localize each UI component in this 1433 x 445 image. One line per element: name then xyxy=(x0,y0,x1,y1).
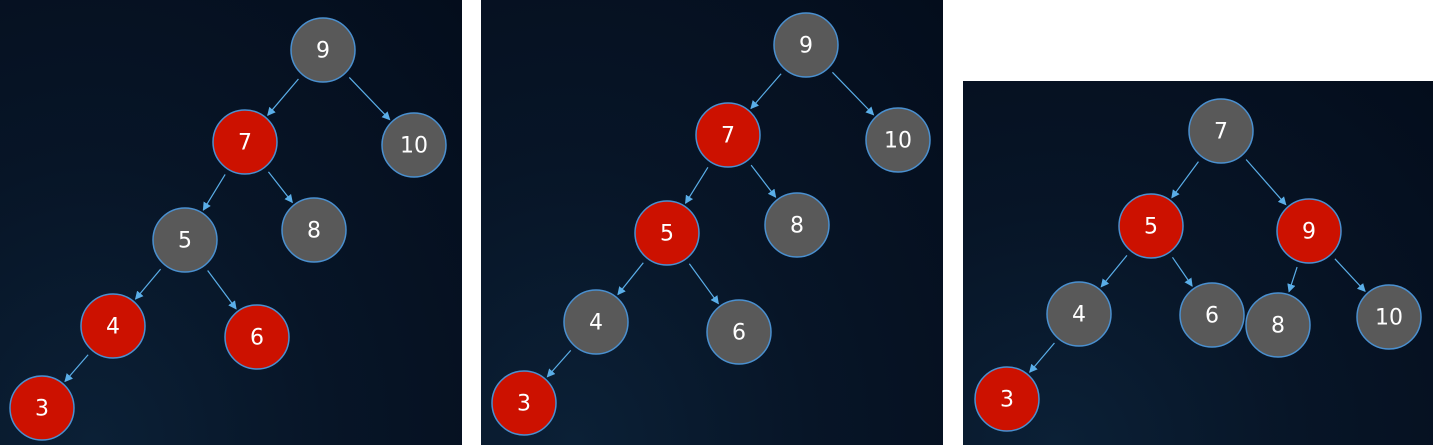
tree-node-3: 3 xyxy=(491,370,557,436)
node-label: 6 xyxy=(1205,304,1219,329)
node-circle xyxy=(224,304,290,370)
tree-panel-2: 9 7 10 5 8 4 6 3 xyxy=(481,0,943,445)
node-circle xyxy=(764,192,830,258)
edge-n5-n4 xyxy=(1100,255,1128,288)
node-label: 6 xyxy=(250,326,264,351)
edge-n7-n8 xyxy=(750,164,777,198)
tree-diagram-2: 9 7 10 5 8 4 6 3 xyxy=(491,12,931,436)
node-circle xyxy=(491,370,557,436)
node-label: 6 xyxy=(732,321,746,346)
node-circle xyxy=(865,107,931,173)
node-circle xyxy=(563,289,629,355)
tree-node-7: 7 xyxy=(212,109,278,175)
node-label: 9 xyxy=(316,39,330,64)
tree-node-5: 5 xyxy=(1118,193,1184,259)
node-circle xyxy=(1118,193,1184,259)
node-circle xyxy=(706,299,772,365)
tree-node-4: 4 xyxy=(563,289,629,355)
edge-n7-n5 xyxy=(684,166,709,204)
node-label: 7 xyxy=(1214,120,1228,145)
node-label: 3 xyxy=(1000,388,1014,413)
edge-n5-n6 xyxy=(1171,257,1193,287)
node-circle xyxy=(281,197,347,263)
node-circle xyxy=(80,293,146,359)
tree-node-9: 9 xyxy=(290,17,356,83)
tree-node-3: 3 xyxy=(9,375,75,441)
node-circle xyxy=(9,375,75,441)
node-label: 10 xyxy=(1375,306,1403,331)
tree-panel-1: 9 7 10 5 8 4 6 3 xyxy=(0,0,462,445)
tree-node-10: 10 xyxy=(381,112,447,178)
node-circle xyxy=(974,366,1040,432)
tree-node-8: 8 xyxy=(764,192,830,258)
tree-node-6: 6 xyxy=(224,304,290,370)
node-label: 9 xyxy=(799,34,813,59)
node-circle xyxy=(290,17,356,83)
tree-node-3: 3 xyxy=(974,366,1040,432)
tree-node-4: 4 xyxy=(80,293,146,359)
tree-node-5: 5 xyxy=(634,200,700,266)
tree-node-10: 10 xyxy=(1356,284,1422,350)
node-circle xyxy=(1188,98,1254,164)
node-circle xyxy=(1046,281,1112,347)
node-label: 10 xyxy=(884,129,912,154)
tree-node-5: 5 xyxy=(152,207,218,273)
tree-node-8: 8 xyxy=(281,197,347,263)
node-label: 4 xyxy=(589,311,603,336)
node-circle xyxy=(773,12,839,78)
node-label: 3 xyxy=(517,392,531,417)
node-label: 8 xyxy=(1271,314,1285,339)
node-circle xyxy=(381,112,447,178)
node-circle xyxy=(695,102,761,168)
edge-n5-n4 xyxy=(617,262,644,296)
tree-panel-3: 7 5 9 4 6 8 10 3 xyxy=(963,81,1433,445)
tree-node-6: 6 xyxy=(706,299,772,365)
node-circle xyxy=(1356,284,1422,350)
node-label: 9 xyxy=(1302,220,1316,245)
edge-n7-n5 xyxy=(1171,161,1199,199)
node-label: 10 xyxy=(400,134,428,159)
node-circle xyxy=(212,109,278,175)
node-label: 7 xyxy=(721,124,735,149)
node-label: 7 xyxy=(238,131,252,156)
node-label: 8 xyxy=(790,214,804,239)
node-label: 3 xyxy=(35,397,49,422)
edge-n9-n7 xyxy=(750,73,782,110)
tree-node-4: 4 xyxy=(1046,281,1112,347)
node-label: 5 xyxy=(1144,215,1158,240)
edge-n9-n8 xyxy=(1287,266,1298,293)
node-circle xyxy=(1179,282,1245,348)
node-circle xyxy=(1245,292,1311,358)
node-label: 8 xyxy=(307,219,321,244)
tree-node-6: 6 xyxy=(1179,282,1245,348)
edge-n4-n3 xyxy=(1029,342,1055,373)
tree-node-9: 9 xyxy=(1276,198,1342,264)
node-label: 5 xyxy=(660,222,674,247)
tree-node-8: 8 xyxy=(1245,292,1311,358)
edge-n9-n7 xyxy=(267,78,299,116)
node-circle xyxy=(634,200,700,266)
edge-n4-n3 xyxy=(64,354,89,383)
tree-node-10: 10 xyxy=(865,107,931,173)
node-label: 5 xyxy=(178,229,192,254)
edge-n7-n9 xyxy=(1245,159,1287,206)
edge-n7-n8 xyxy=(267,171,293,204)
edge-n7-n5 xyxy=(202,174,226,211)
edge-n4-n3 xyxy=(546,350,572,378)
node-circle xyxy=(1276,198,1342,264)
edge-n9-n10 xyxy=(1334,258,1366,292)
edge-n5-n6 xyxy=(207,270,237,310)
node-label: 4 xyxy=(106,315,120,340)
edge-n9-n10 xyxy=(832,71,875,116)
node-label: 4 xyxy=(1072,303,1086,328)
edge-n5-n4 xyxy=(134,268,162,300)
tree-node-7: 7 xyxy=(1188,98,1254,164)
tree-diagram-1: 9 7 10 5 8 4 6 3 xyxy=(9,17,447,441)
tree-diagram-3: 7 5 9 4 6 8 10 3 xyxy=(974,98,1422,432)
node-circle xyxy=(152,207,218,273)
tree-node-7: 7 xyxy=(695,102,761,168)
tree-node-9: 9 xyxy=(773,12,839,78)
edge-n9-n10 xyxy=(348,77,391,121)
edge-n5-n6 xyxy=(688,263,719,305)
